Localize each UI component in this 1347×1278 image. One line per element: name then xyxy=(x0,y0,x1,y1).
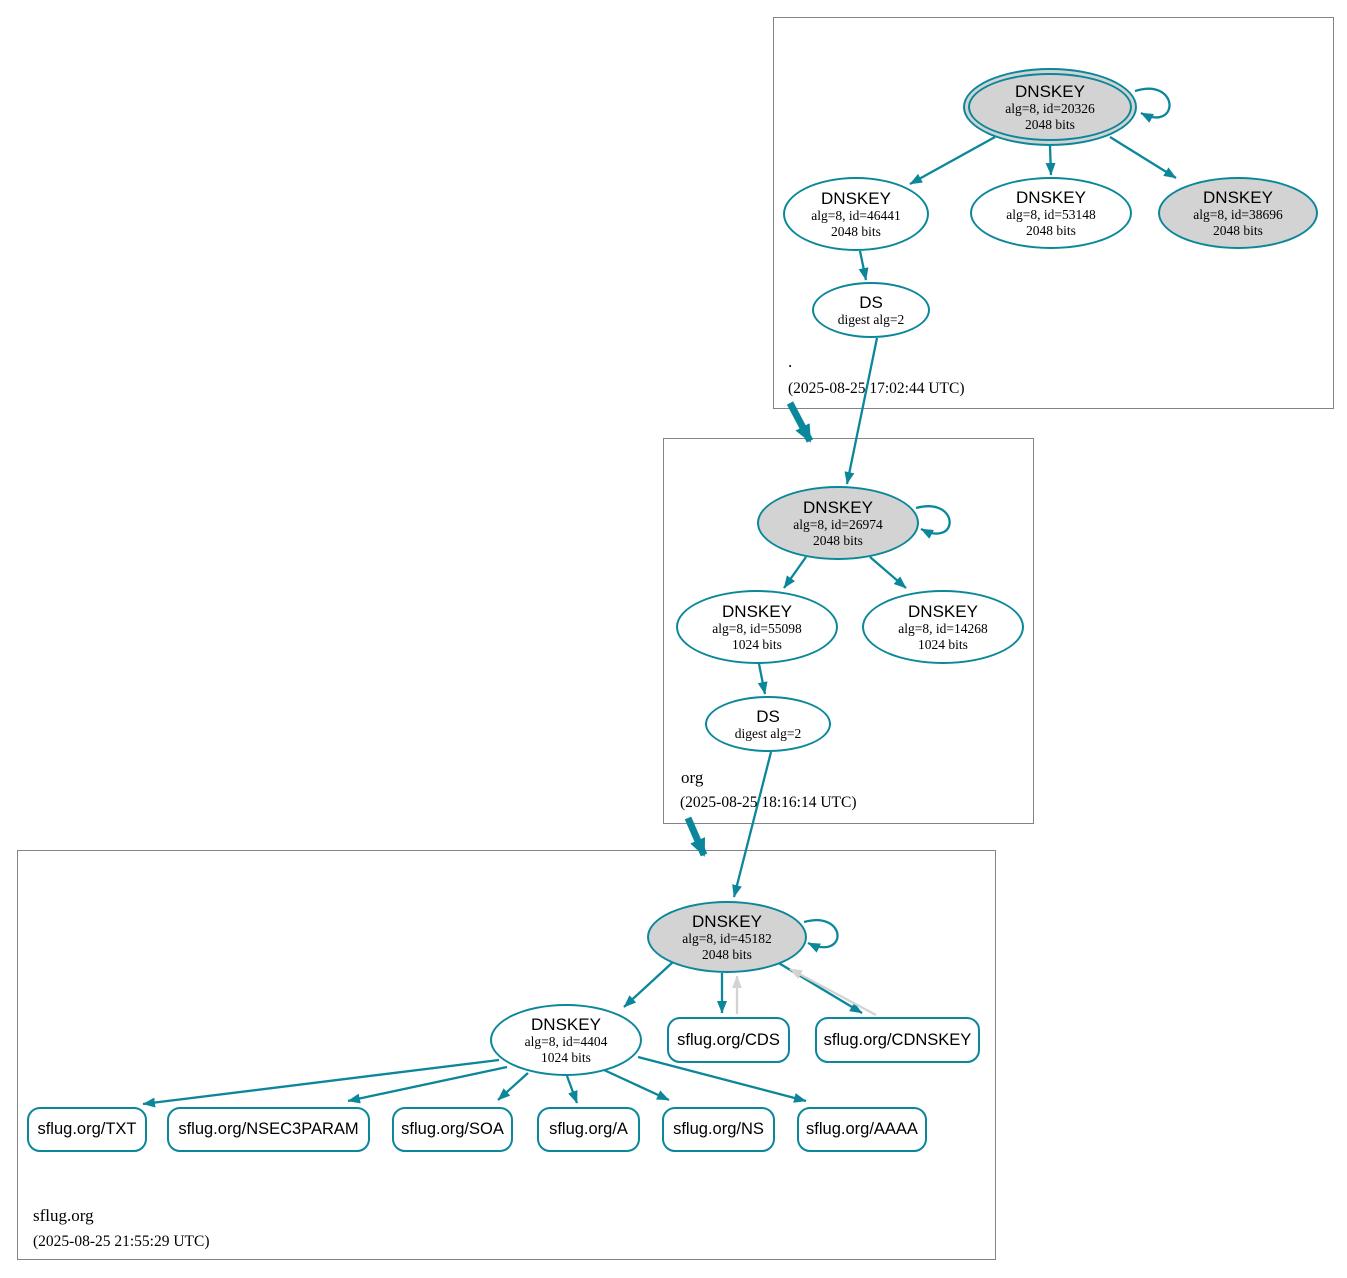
dnskey-node-root-46441[interactable]: DNSKEY alg=8, id=46441 2048 bits xyxy=(783,177,929,251)
node-detail: alg=8, id=26974 xyxy=(793,516,883,532)
edge-org-zone-to-sflug-zone xyxy=(684,816,708,857)
node-bits: 2048 bits xyxy=(831,223,881,239)
ds-node-root[interactable]: DS digest alg=2 xyxy=(812,282,930,338)
node-detail: alg=8, id=4404 xyxy=(524,1033,608,1049)
zone-box-org xyxy=(663,438,1034,824)
ds-node-org[interactable]: DS digest alg=2 xyxy=(705,696,831,752)
edge-4404-to-ns xyxy=(603,1068,670,1102)
edge-4404-to-a xyxy=(565,1075,579,1104)
dnskey-node-org-ksk-26974[interactable]: DNSKEY alg=8, id=26974 2048 bits xyxy=(757,486,919,560)
zone-label-root: . xyxy=(788,352,793,371)
rrset-node-soa[interactable]: sflug.org/SOA xyxy=(392,1107,513,1152)
rrset-label: sflug.org/A xyxy=(549,1120,628,1138)
node-bits: 1024 bits xyxy=(918,636,968,652)
rrset-label: sflug.org/SOA xyxy=(401,1120,504,1138)
edge-org-ksk-self-sign xyxy=(915,505,951,539)
edge-root-ksk-to-38696 xyxy=(1109,136,1177,179)
rrset-node-txt[interactable]: sflug.org/TXT xyxy=(27,1107,147,1152)
node-bits: 2048 bits xyxy=(1026,222,1076,238)
edge-root-ds-to-org-ksk xyxy=(844,337,879,485)
edge-org-ds-to-sflug-ksk xyxy=(732,751,773,898)
node-title: DNSKEY xyxy=(1203,187,1273,207)
zone-label-org: org xyxy=(681,768,704,787)
dnskey-node-sflug-4404[interactable]: DNSKEY alg=8, id=4404 1024 bits xyxy=(490,1004,642,1076)
edge-cdnskey-to-sflug-ksk xyxy=(789,967,877,1017)
node-title: DS xyxy=(859,292,883,312)
node-detail: digest alg=2 xyxy=(734,725,802,741)
node-title: DNSKEY xyxy=(1015,81,1085,101)
node-detail: alg=8, id=45182 xyxy=(682,930,772,946)
rrset-node-cds[interactable]: sflug.org/CDS xyxy=(667,1017,790,1063)
zone-box-sflug-org xyxy=(17,850,996,1260)
dnskey-node-root-38696[interactable]: DNSKEY alg=8, id=38696 2048 bits xyxy=(1158,177,1318,249)
dnskey-node-root-ksk-20326[interactable]: DNSKEY alg=8, id=20326 2048 bits xyxy=(963,68,1137,146)
edge-4404-to-soa xyxy=(497,1072,529,1101)
edge-4404-to-txt xyxy=(142,1058,500,1108)
edge-org-ksk-to-14268 xyxy=(869,556,907,589)
rrset-node-a[interactable]: sflug.org/A xyxy=(537,1107,640,1152)
dnskey-node-org-55098[interactable]: DNSKEY alg=8, id=55098 1024 bits xyxy=(676,590,838,664)
zone-timestamp-org: (2025-08-25 18:16:14 UTC) xyxy=(680,794,857,811)
node-bits: 2048 bits xyxy=(702,946,752,962)
node-bits: 2048 bits xyxy=(1213,222,1263,238)
node-detail: alg=8, id=38696 xyxy=(1193,206,1283,222)
dnskey-node-org-14268[interactable]: DNSKEY alg=8, id=14268 1024 bits xyxy=(862,590,1024,664)
node-title: DNSKEY xyxy=(531,1014,601,1034)
node-title: DS xyxy=(756,706,780,726)
edge-sflug-ksk-to-4404 xyxy=(623,961,674,1008)
rrset-node-aaaa[interactable]: sflug.org/AAAA xyxy=(797,1107,927,1152)
zone-box-root xyxy=(773,17,1334,409)
zone-label-sflug-org: sflug.org xyxy=(33,1206,94,1225)
node-bits: 1024 bits xyxy=(732,636,782,652)
edge-root-ksk-self-sign xyxy=(1134,87,1171,123)
dnskey-node-root-53148[interactable]: DNSKEY alg=8, id=53148 2048 bits xyxy=(970,177,1132,249)
node-detail: alg=8, id=53148 xyxy=(1006,206,1096,222)
rrset-label: sflug.org/CDS xyxy=(677,1030,780,1049)
rrset-node-ns[interactable]: sflug.org/NS xyxy=(662,1107,775,1152)
node-bits: 2048 bits xyxy=(813,532,863,548)
node-title: DNSKEY xyxy=(803,497,873,517)
node-detail: alg=8, id=55098 xyxy=(712,620,802,636)
rrset-node-cdnskey[interactable]: sflug.org/CDNSKEY xyxy=(815,1017,980,1063)
node-title: DNSKEY xyxy=(908,601,978,621)
rrset-label: sflug.org/CDNSKEY xyxy=(823,1030,972,1049)
edge-55098-to-org-ds xyxy=(757,663,768,695)
dnskey-node-sflug-ksk-45182[interactable]: DNSKEY alg=8, id=45182 2048 bits xyxy=(647,901,807,973)
node-title: DNSKEY xyxy=(821,188,891,208)
rrset-node-nsec3param[interactable]: sflug.org/NSEC3PARAM xyxy=(167,1107,370,1152)
edge-4404-to-nsec3param xyxy=(347,1065,508,1104)
node-detail: digest alg=2 xyxy=(837,311,905,327)
node-bits: 1024 bits xyxy=(541,1049,591,1065)
rrset-label: sflug.org/NSEC3PARAM xyxy=(178,1120,359,1138)
node-title: DNSKEY xyxy=(1016,187,1086,207)
edge-org-ksk-to-55098 xyxy=(783,556,807,589)
node-title: DNSKEY xyxy=(722,601,792,621)
rrset-label: sflug.org/NS xyxy=(673,1120,764,1138)
rrset-label: sflug.org/TXT xyxy=(37,1120,137,1138)
node-detail: alg=8, id=20326 xyxy=(1005,100,1095,116)
edge-root-ksk-to-53148 xyxy=(1045,145,1056,176)
node-title: DNSKEY xyxy=(692,911,762,931)
zone-timestamp-sflug-org: (2025-08-25 21:55:29 UTC) xyxy=(33,1233,210,1250)
edge-46441-to-root-ds xyxy=(858,250,869,281)
edge-root-zone-to-org-zone xyxy=(786,401,814,443)
node-detail: alg=8, id=46441 xyxy=(811,207,901,223)
edge-root-ksk-to-46441 xyxy=(909,135,996,186)
zone-timestamp-root: (2025-08-25 17:02:44 UTC) xyxy=(788,380,965,397)
node-detail: alg=8, id=14268 xyxy=(898,620,988,636)
edge-sflug-ksk-self-sign xyxy=(803,919,839,953)
edge-4404-to-aaaa xyxy=(637,1055,807,1103)
rrset-label: sflug.org/AAAA xyxy=(806,1120,918,1138)
node-bits: 2048 bits xyxy=(1025,116,1075,132)
